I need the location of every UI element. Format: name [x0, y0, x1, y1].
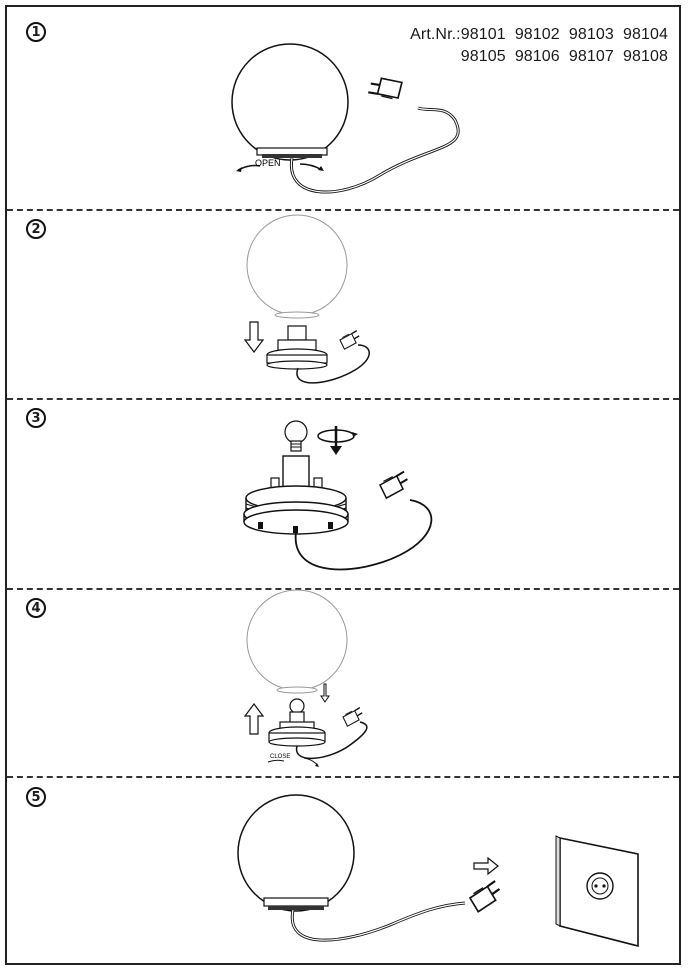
step-1-illustration: OPEN [231, 43, 460, 194]
step-2-illustration [243, 214, 370, 384]
article-number: 98108 [623, 48, 668, 65]
article-number: 98105 [460, 48, 506, 65]
article-prefix: Art.Nr.: [410, 26, 461, 43]
plug-icon [365, 68, 407, 108]
rotate-arrow-icon [267, 759, 285, 763]
step-separator [7, 588, 679, 590]
plug-icon [377, 470, 412, 500]
plug-icon [338, 329, 362, 351]
open-label: OPEN [255, 158, 281, 168]
arrow-up-icon [243, 703, 265, 735]
step-number-1: 1 [26, 22, 46, 42]
step-number-4: 4 [26, 598, 46, 618]
step-number-2: 2 [26, 219, 46, 239]
step-number-3: 3 [26, 408, 46, 428]
plug-icon [466, 879, 505, 914]
step-separator [7, 209, 679, 211]
step-3-illustration [243, 420, 433, 571]
article-number: 98106 [514, 48, 560, 65]
article-row-2: 98105 98106 98107 98108 [410, 46, 668, 68]
article-number: 98107 [568, 48, 614, 65]
instruction-sheet [5, 5, 681, 965]
cable-icon [295, 721, 368, 759]
article-row-1: Art.Nr.:98101 98102 98103 98104 [410, 24, 668, 46]
step-separator [7, 398, 679, 400]
step-4-illustration: CLOSE [243, 589, 368, 767]
cable-icon [295, 499, 433, 571]
article-number: 98102 [514, 26, 560, 43]
article-number: 98104 [623, 26, 668, 43]
article-numbers: Art.Nr.:98101 98102 98103 98104 98105 98… [410, 24, 668, 68]
step-5-illustration [237, 794, 639, 948]
globe-lamp-icon [246, 589, 348, 691]
bulb-icon [284, 420, 308, 452]
lamp-base [256, 147, 328, 156]
globe-lamp-icon [237, 794, 355, 912]
cable-icon [296, 344, 370, 384]
globe-lamp-icon [231, 43, 349, 161]
arrow-down-icon [320, 683, 330, 703]
step-separator [7, 776, 679, 778]
wall-socket-icon [555, 835, 639, 948]
bulb-icon [289, 698, 305, 714]
globe-lamp-icon [246, 214, 348, 316]
arrow-right-icon [473, 856, 499, 876]
step-number-5: 5 [26, 787, 46, 807]
plug-icon [341, 706, 365, 728]
article-number: 98103 [568, 26, 614, 43]
lamp-base [263, 897, 329, 907]
close-label: CLOSE [270, 754, 290, 760]
article-number: 98101 [460, 26, 506, 43]
arrow-down-icon [243, 321, 265, 353]
rotate-arrow-icon [317, 426, 358, 455]
